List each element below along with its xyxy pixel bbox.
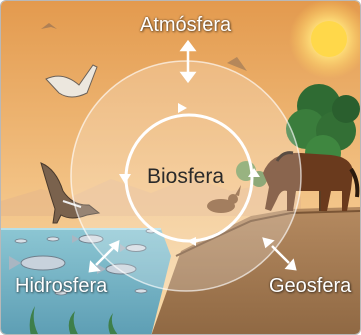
atmosphere-label: Atmósfera	[140, 14, 231, 37]
geosphere-label: Geosfera	[269, 275, 351, 298]
biosphere-label: Biosfera	[147, 165, 224, 189]
hydrosphere-label: Hidrosfera	[15, 275, 107, 298]
